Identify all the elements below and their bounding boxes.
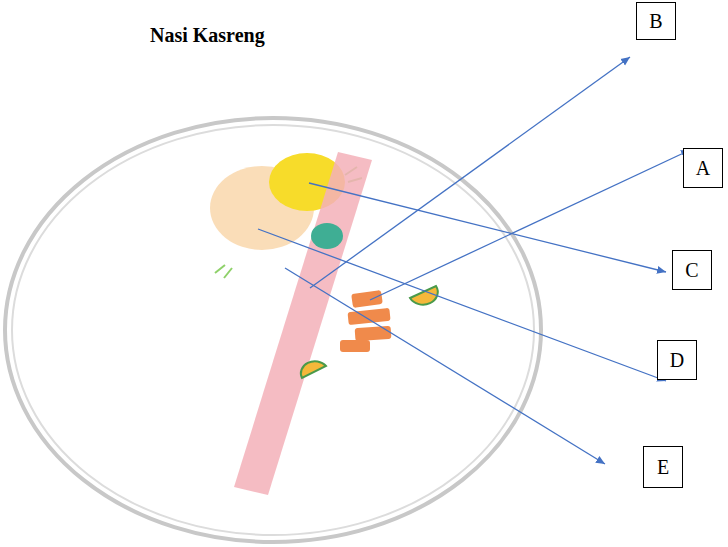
callout-letter: E	[657, 456, 669, 479]
label-box: A	[683, 148, 723, 188]
vegetable	[311, 223, 343, 249]
callout-letter: D	[670, 349, 684, 372]
callout-letter: B	[649, 10, 662, 33]
callout-letter: C	[685, 259, 698, 282]
label-box: B	[636, 2, 676, 40]
label-box: E	[643, 446, 683, 488]
callout-letter: A	[696, 157, 710, 180]
leader-lines	[258, 57, 690, 464]
lime-wedge	[301, 361, 326, 378]
fried-pieces	[340, 290, 391, 352]
title: Nasi Kasreng	[150, 24, 265, 47]
plate	[5, 118, 541, 542]
label-box: D	[657, 340, 697, 380]
label-box: C	[672, 250, 712, 290]
lime-wedge	[410, 286, 438, 305]
